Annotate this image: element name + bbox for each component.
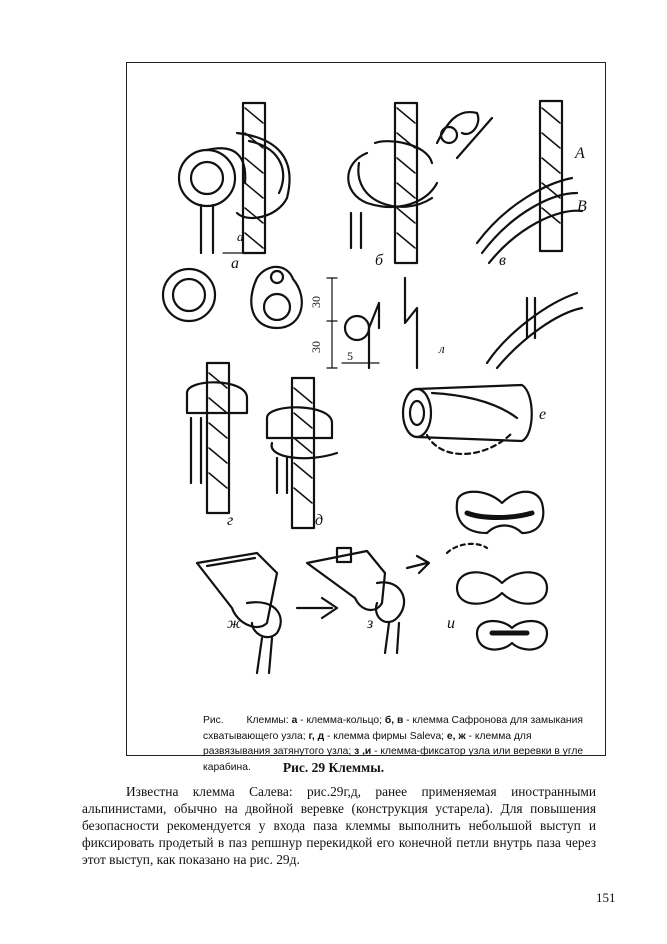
label-a: a — [231, 255, 239, 272]
caption-key-2: б, в — [384, 715, 404, 726]
label-b: б — [375, 252, 384, 269]
label-i: и — [447, 615, 455, 632]
label-v: в — [499, 252, 506, 269]
clamp-b-drawing — [347, 101, 439, 265]
washer — [250, 265, 303, 330]
label-zh: ж — [227, 615, 242, 632]
label-z: з — [366, 615, 373, 632]
ring-inner — [171, 277, 207, 313]
figure-title: Рис. 29 Клеммы. — [282, 760, 385, 775]
label-B: B — [577, 198, 587, 215]
caption-key-1: а — [291, 715, 298, 726]
caption-key-4: е, ж — [446, 730, 466, 742]
clamp-v-drawing — [435, 99, 584, 370]
label-dim-l: л — [438, 341, 445, 356]
clamp-i-drawing — [445, 490, 549, 651]
page-number: 151 — [596, 890, 616, 905]
clamp-g-drawing — [185, 361, 249, 515]
clamp-z-drawing — [305, 546, 431, 655]
figure-caption: Рис. Клеммы: а - клемма-кольцо; б, в - к… — [203, 713, 593, 775]
label-dim-30-bottom: 30 — [309, 341, 323, 353]
dimension-drawing — [326, 276, 419, 370]
caption-key-5: з ,и — [354, 746, 372, 757]
clamp-d-drawing — [265, 376, 339, 530]
label-g: г — [227, 512, 233, 529]
clamp-a-drawing — [177, 101, 291, 255]
label-dim-5: 5 — [347, 349, 353, 363]
caption-head: Клеммы: — [246, 715, 289, 726]
label-d: д — [315, 512, 323, 529]
label-dim-d: d — [237, 229, 244, 244]
figure-drawing: a б в г д е ж з и A B d л 30 30 5 — [127, 63, 607, 701]
clamps-illustration: a б в г д е ж з и A B d л 30 30 5 — [161, 99, 587, 675]
body-paragraph: Известна клемма Салева: рис.29г,д, ранее… — [82, 784, 596, 867]
figure-frame: a б в г д е ж з и A B d л 30 30 5 Рис. К… — [126, 62, 607, 773]
label-e: е — [539, 406, 546, 423]
label-dim-30-top: 30 — [309, 296, 323, 308]
clamp-e-drawing — [401, 383, 533, 456]
ring-outer — [161, 267, 217, 323]
caption-prefix: Рис. — [203, 715, 224, 726]
body-paragraph-block: Известна клемма Салева: рис.29г,д, ранее… — [82, 783, 596, 868]
caption-key-3: г, д — [308, 730, 325, 742]
caption-text-1: - клемма-кольцо; — [297, 715, 382, 726]
clamp-zh-drawing — [195, 551, 339, 675]
caption-text-5: - клемма-фиксатор узла или веревки в угл… — [203, 746, 584, 773]
caption-text-4: - клемма для развязывания затянутого узл… — [203, 730, 532, 758]
label-A: A — [574, 145, 585, 162]
caption-text-2: - клемма Сафронова для замыкания схватыв… — [203, 715, 583, 742]
caption-text-3: - клемма фирмы Saleva; — [324, 730, 445, 742]
